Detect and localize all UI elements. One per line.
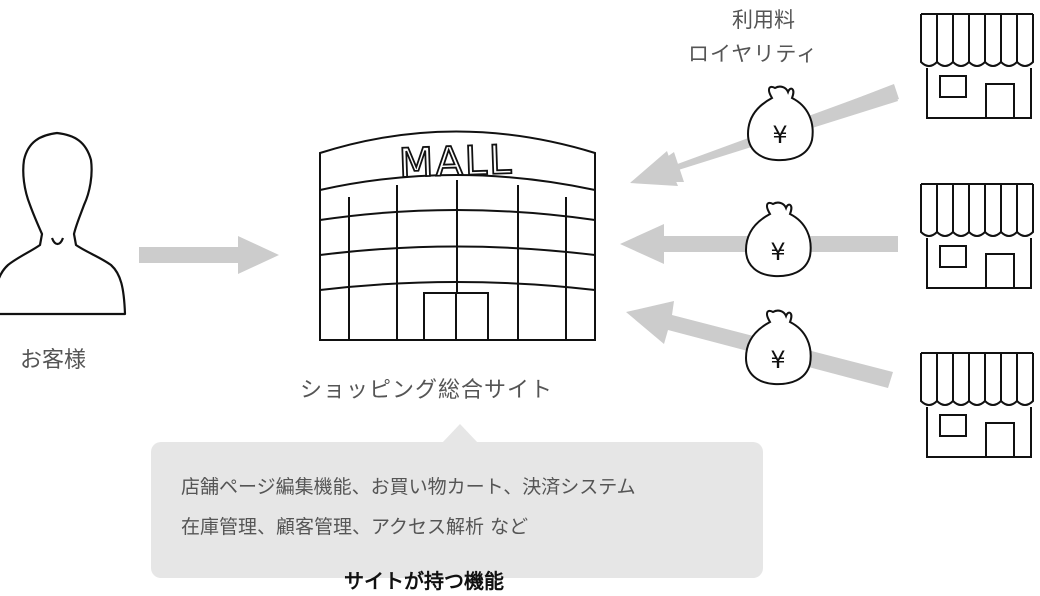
shop-icon-top — [920, 13, 1034, 119]
yen-symbol: ¥ — [770, 346, 785, 374]
person-icon — [0, 131, 127, 316]
mall-label: ショッピング総合サイト — [300, 378, 554, 403]
money-bag-icon-bottom: ¥ — [744, 309, 812, 386]
shop-icon-bottom — [920, 352, 1034, 458]
shop-icon-middle — [920, 183, 1034, 289]
customer-label: お客様 — [20, 348, 87, 373]
fee-label-line2: ロイヤリティ — [688, 42, 819, 66]
yen-symbol: ¥ — [770, 238, 785, 266]
features-bubble — [151, 442, 763, 578]
money-bag-icon-top: ¥ — [746, 85, 814, 162]
features-bubble-tail — [442, 424, 478, 443]
arrow-customer-to-mall — [139, 236, 279, 274]
features-title: サイトが持つ機能 — [344, 569, 504, 593]
mall-building-icon — [319, 130, 596, 341]
fee-label-line1: 利用料 — [732, 8, 795, 32]
mall-sign-text: MALL — [398, 137, 514, 187]
yen-symbol: ¥ — [772, 121, 787, 149]
money-bag-icon-middle: ¥ — [744, 201, 812, 278]
features-line-2: 在庫管理、顧客管理、アクセス解析 など — [181, 516, 529, 538]
features-line-1: 店舗ページ編集機能、お買い物カート、決済システム — [181, 476, 636, 498]
